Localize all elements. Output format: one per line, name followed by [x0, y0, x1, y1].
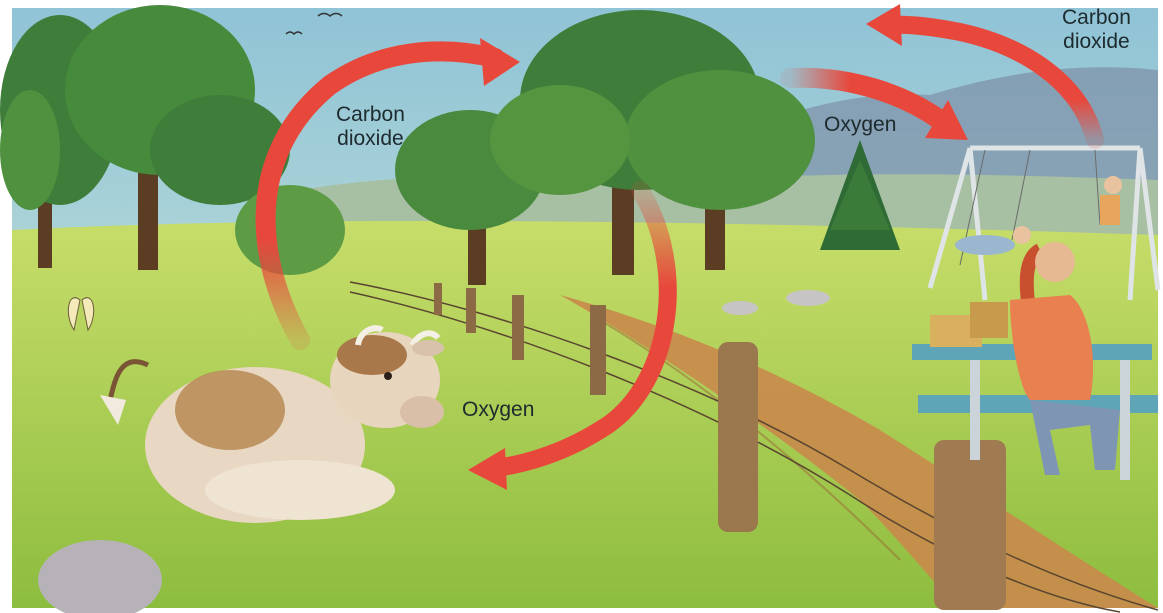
carbon-dioxide-label-right-line2: dioxide: [1062, 30, 1131, 54]
carbon-dioxide-label-left-line2: dioxide: [336, 127, 405, 151]
carbon-dioxide-label-right: Carbon dioxide: [1062, 6, 1131, 54]
oxygen-label-bottom: Oxygen: [462, 398, 534, 422]
carbon-dioxide-label-left: Carbon dioxide: [336, 103, 405, 151]
carbon-dioxide-label-right-line1: Carbon: [1062, 6, 1131, 30]
oxygen-label-top: Oxygen: [824, 113, 896, 137]
carbon-dioxide-label-left-line1: Carbon: [336, 103, 405, 127]
